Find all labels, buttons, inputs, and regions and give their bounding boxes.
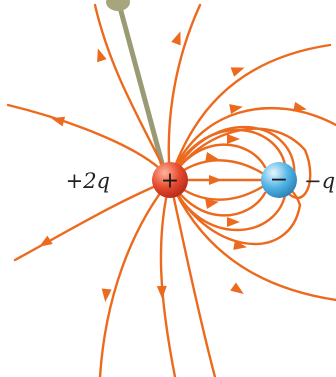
arrowhead — [293, 101, 307, 112]
arrowhead — [101, 288, 112, 302]
field-line — [168, 106, 336, 182]
arrowhead — [39, 235, 53, 247]
support-rod — [106, 0, 169, 181]
arrowhead — [230, 67, 245, 77]
field-lines — [6, 3, 336, 377]
arrowhead — [51, 116, 66, 127]
arrowhead — [227, 217, 240, 227]
arrowhead — [156, 285, 167, 299]
field-line — [13, 178, 172, 262]
field-line — [168, 126, 296, 182]
field-line — [98, 178, 172, 377]
field-line — [168, 127, 312, 199]
positive-charge-label: +2q — [66, 169, 110, 193]
field-line — [93, 3, 172, 182]
arrowhead — [171, 31, 181, 46]
field-line — [159, 178, 177, 377]
arrowhead — [205, 199, 219, 209]
arrowhead — [227, 134, 240, 144]
arrowhead — [205, 152, 219, 162]
arrowhead — [209, 175, 222, 185]
arrowhead — [97, 48, 107, 63]
field-line — [168, 43, 332, 182]
field-line — [167, 3, 202, 182]
negative-charge-sign: − — [270, 168, 288, 193]
arrowhead — [233, 240, 247, 250]
positive-charge-sign: + — [161, 169, 179, 194]
negative-charge: − — [261, 162, 297, 198]
arrowhead — [230, 282, 244, 295]
positive-charge: + — [152, 162, 188, 198]
field-arrows — [39, 31, 307, 302]
positive-charge-sphere — [152, 162, 188, 198]
negative-charge-label: −q — [304, 169, 335, 193]
field-line — [168, 178, 336, 302]
negative-charge-sphere — [261, 162, 297, 198]
arrowhead — [229, 104, 243, 114]
field-line — [168, 178, 217, 377]
field-line — [168, 178, 288, 232]
